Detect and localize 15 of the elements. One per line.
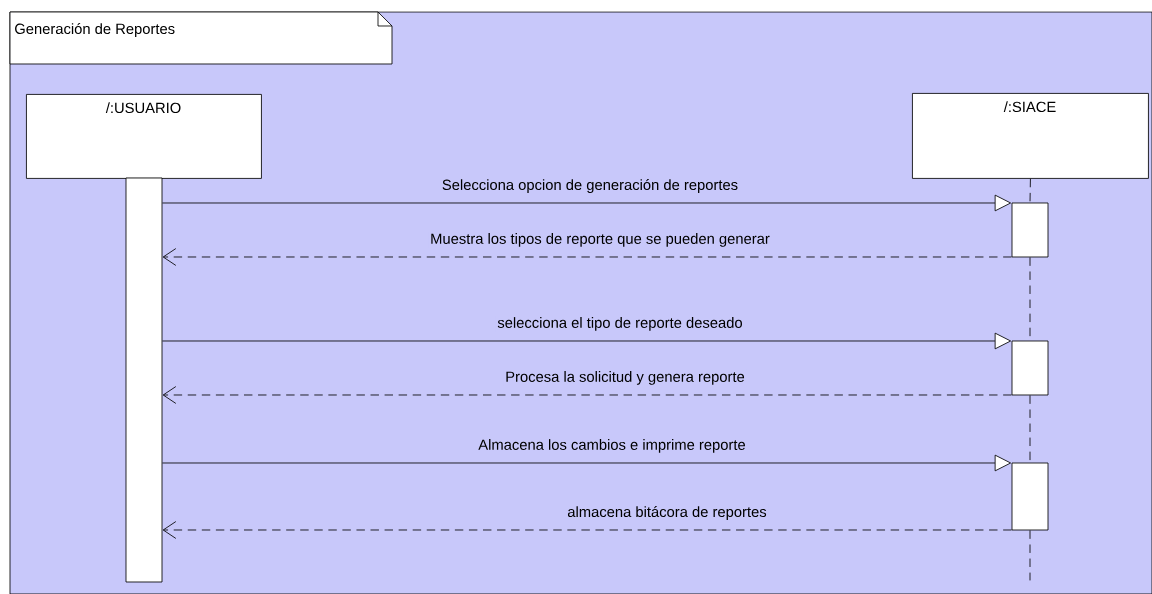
lifeline-box: /:USUARIO xyxy=(26,94,262,179)
lifeline-box: /:SIACE xyxy=(912,93,1149,179)
title-tab: Generación de Reportes xyxy=(9,11,393,65)
return-arrow xyxy=(162,248,1012,266)
message-arrow xyxy=(162,454,1012,472)
lifeline xyxy=(1029,178,1031,203)
activation-bar xyxy=(1011,202,1049,258)
activation-bar xyxy=(1011,462,1049,531)
message-arrow xyxy=(162,332,1012,350)
message-arrow xyxy=(162,194,1012,212)
return-arrow xyxy=(162,521,1012,539)
return-arrow xyxy=(162,386,1012,404)
lifeline xyxy=(1029,395,1031,463)
activation-bar xyxy=(125,177,163,583)
activation-bar xyxy=(1011,340,1049,396)
